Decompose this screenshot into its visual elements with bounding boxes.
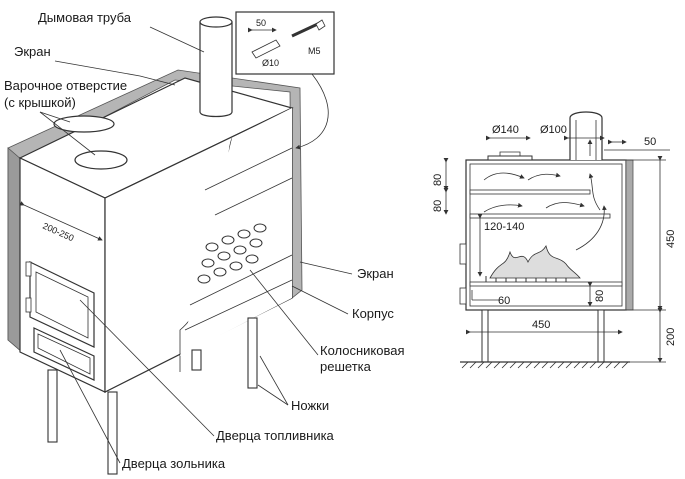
label-chimney: Дымовая труба	[38, 10, 132, 25]
label-grate-2: решетка	[320, 359, 372, 374]
label-legs: Ножки	[291, 398, 329, 413]
dim-h80-c: 80	[594, 290, 606, 302]
dim-w450: 450	[532, 319, 550, 331]
label-cooking-hole-2: (с крышкой)	[4, 95, 76, 110]
label-screen-top: Экран	[14, 44, 51, 59]
cooking-lid	[53, 115, 115, 133]
dim-d140: Ø140	[492, 124, 519, 136]
label-cooking-hole-1: Варочное отверстие	[4, 78, 127, 93]
dim-h120-140: 120-140	[484, 221, 524, 233]
chimney-pipe	[199, 22, 233, 118]
dim-h60: 60	[498, 295, 510, 307]
leg	[107, 391, 118, 475]
dim-d100: Ø100	[540, 124, 567, 136]
dim-bolt-dia: Ø10	[262, 58, 279, 68]
ash-door	[33, 327, 95, 381]
dim-bolt-m5: M5	[308, 46, 321, 56]
iso-stove	[7, 11, 335, 475]
cooking-hole	[74, 150, 128, 170]
leg	[191, 349, 202, 371]
label-ash-door: Дверца зольника	[122, 456, 226, 471]
dim-h450: 450	[665, 230, 677, 248]
label-fuel-door: Дверца топливника	[216, 428, 335, 443]
bolt-inset	[235, 11, 335, 75]
dim-h80-b: 80	[432, 200, 444, 212]
dim-h80-a: 80	[432, 174, 444, 186]
dim-bolt-50: 50	[256, 18, 266, 28]
dim-h200: 200	[665, 328, 677, 346]
leg	[247, 317, 258, 389]
dim-top-50: 50	[644, 136, 656, 148]
section-view	[443, 111, 670, 369]
leg	[47, 369, 58, 443]
label-body: Корпус	[352, 306, 394, 321]
label-screen-right: Экран	[357, 266, 394, 281]
label-grate-1: Колосниковая	[320, 343, 405, 358]
